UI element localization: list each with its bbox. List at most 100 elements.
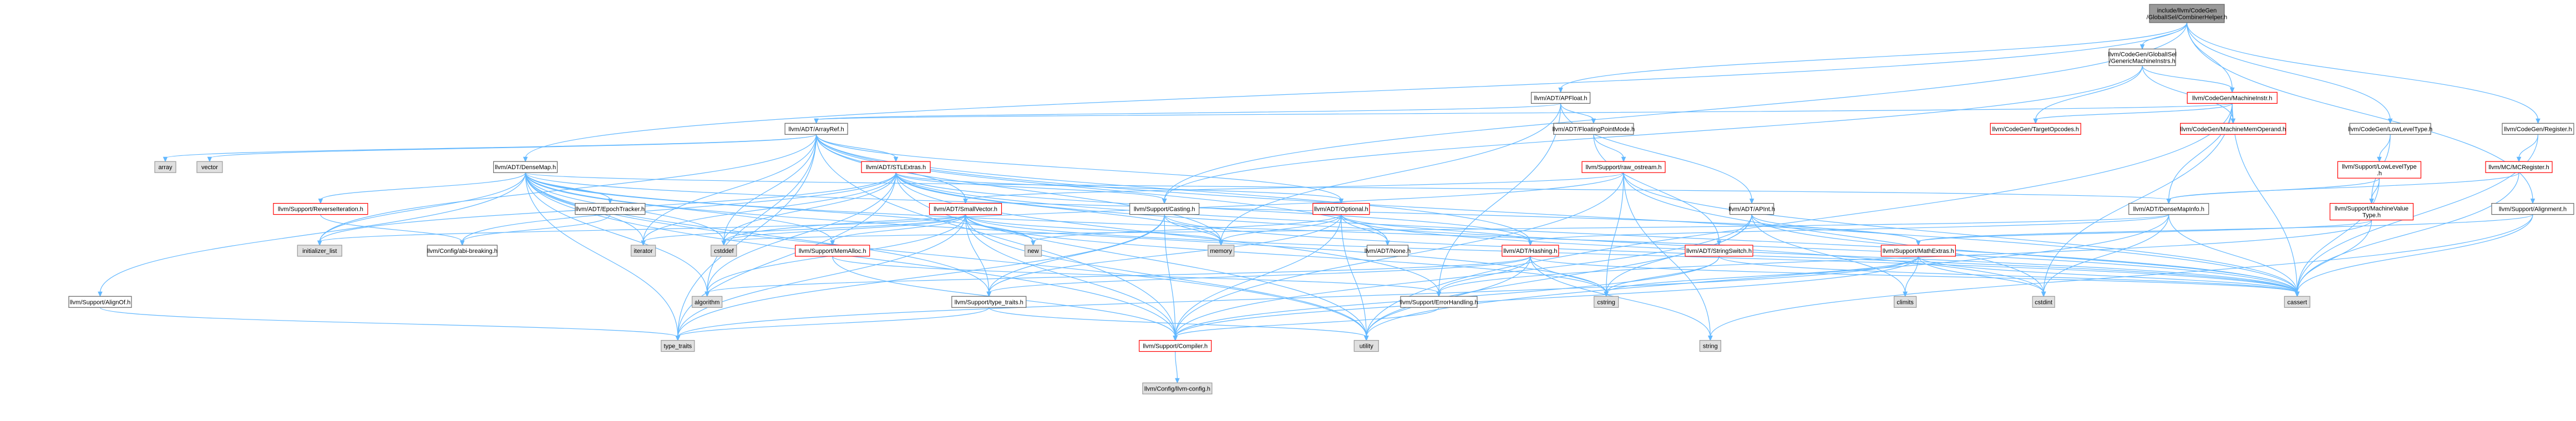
node-box (2180, 123, 2286, 135)
node-machineinstr[interactable]: llvm/CodeGen/MachineInstr.h (2187, 92, 2278, 104)
node-initializer-list: initializer_list (297, 245, 342, 257)
node-cstring: cstring (1594, 296, 1619, 308)
node-reverseiteration[interactable]: llvm/Support/ReverseIteration.h (273, 203, 368, 215)
node-label-line: llvm/ADT/ArrayRef.h (789, 126, 844, 133)
node-box (427, 245, 498, 257)
node-machinememoperand[interactable]: llvm/CodeGen/MachineMemOperand.h (2180, 123, 2286, 135)
node-casting[interactable]: llvm/Support/Casting.h (1129, 203, 1200, 215)
node-box (575, 203, 646, 215)
node-optional[interactable]: llvm/ADT/Optional.h (1312, 203, 1370, 215)
node-lowleveltype[interactable]: llvm/CodeGen/LowLevelType.h (2348, 123, 2432, 135)
edge-compiler-to-llvm_config (1175, 351, 1180, 384)
node-generic-mi[interactable]: llvm/CodeGen/GlobalISel/GenericMachineIn… (2108, 48, 2177, 67)
node-densemap[interactable]: llvm/ADT/DenseMap.h (493, 161, 558, 173)
node-label-line: cstdint (2035, 299, 2052, 306)
node-compiler[interactable]: llvm/Support/Compiler.h (1139, 339, 1212, 352)
node-label-line: cassert (2288, 299, 2307, 306)
node-label-line: llvm/CodeGen/MachineInstr.h (2192, 95, 2272, 102)
node-root[interactable]: include/llvm/CodeGen/GlobalISel/Combiner… (2147, 4, 2228, 23)
node-label-line: llvm/Support/Compiler.h (1143, 343, 1208, 350)
node-arrayref[interactable]: llvm/ADT/ArrayRef.h (784, 123, 848, 135)
edge-hashing-to-algorithm (704, 256, 1531, 297)
node-label-line: vector (201, 164, 218, 171)
node-box (1353, 339, 1379, 352)
node-box (493, 161, 558, 173)
node-box (2032, 296, 2055, 308)
node-hashing[interactable]: llvm/ADT/Hashing.h (1502, 245, 1559, 257)
node-stlextras[interactable]: llvm/ADT/STLExtras.h (861, 161, 931, 173)
node-box (2349, 123, 2431, 135)
edge-root-to-register (2186, 22, 2540, 124)
node-support-lowleveltype[interactable]: llvm/Support/LowLevelType.h (2337, 161, 2422, 179)
node-alignof[interactable]: llvm/Support/AlignOf.h (68, 296, 132, 308)
node-label-line: llvm/Support/raw_ostream.h (1586, 164, 1662, 171)
edge-support_lowleveltype-to-densemapinfo (2166, 177, 2380, 204)
edge-type_traits_support-to-type_traits (675, 307, 990, 341)
node-box (1594, 296, 1619, 308)
edge-support_lowleveltype-to-cassert (2295, 178, 2380, 297)
edge-densemapinfo-to-hashing (1528, 214, 2169, 246)
edge-mathextras-to-type_traits (675, 256, 1919, 341)
dependency-edges (98, 22, 2540, 384)
node-box (1990, 123, 2081, 135)
node-label-line: array (158, 164, 173, 171)
node-box (1366, 245, 1409, 257)
node-none[interactable]: llvm/ADT/None.h (1365, 245, 1411, 257)
node-smallvector[interactable]: llvm/ADT/SmallVector.h (929, 203, 1002, 215)
edge-optional-to-new (1031, 214, 1342, 246)
node-label-line: llvm/Support/type_traits.h (955, 299, 1023, 306)
node-apfloat[interactable]: llvm/ADT/APFloat.h (1530, 92, 1591, 104)
edge-smallvector-to-initializer_list (317, 214, 966, 246)
node-label-line: llvm/ADT/DenseMapInfo.h (2133, 206, 2204, 213)
edge-stringswitch-to-cstring (1604, 256, 1720, 297)
node-epochtracker[interactable]: llvm/ADT/EpochTracker.h (575, 203, 646, 215)
node-mcregister[interactable]: llvm/MC/MCRegister.h (2485, 161, 2553, 173)
node-memalloc[interactable]: llvm/Support/MemAlloc.h (795, 245, 870, 257)
node-box (1400, 296, 1478, 308)
edge-errorhandling-to-compiler (1173, 307, 1439, 341)
node-register[interactable]: llvm/CodeGen/Register.h (2502, 123, 2574, 135)
node-box (861, 161, 931, 173)
node-label-line: cstring (1597, 299, 1615, 306)
node-errorhandling[interactable]: llvm/Support/ErrorHandling.h (1399, 296, 1478, 308)
node-cstdint: cstdint (2032, 296, 2055, 308)
node-label-line: llvm/CodeGen/MachineMemOperand.h (2180, 126, 2286, 133)
node-abi-breaking[interactable]: llvm/Config/abi-breaking.h (427, 245, 498, 257)
node-label-line: type_traits (664, 343, 692, 350)
edge-densemap-to-alignof (98, 173, 526, 297)
node-new: new (1024, 245, 1042, 257)
node-box (1530, 92, 1591, 104)
edge-densemap-to-reverseiteration (318, 172, 526, 204)
node-label-line: Type.h (2362, 212, 2381, 219)
node-raw-ostream[interactable]: llvm/Support/raw_ostream.h (1581, 161, 1666, 173)
node-cstddef: cstddef (711, 245, 737, 257)
node-type-traits-support[interactable]: llvm/Support/type_traits.h (951, 296, 1027, 308)
node-label-line: llvm/Support/LowLevelType (2342, 164, 2417, 170)
node-label-line: llvm/ADT/DenseMap.h (495, 164, 556, 171)
node-box (1139, 339, 1212, 352)
node-box (68, 296, 132, 308)
node-floatingpointmode[interactable]: llvm/ADT/FloatingPointMode.h (1553, 123, 1635, 135)
node-box (1581, 161, 1666, 173)
node-stringswitch[interactable]: llvm/ADT/StringSwitch.h (1685, 245, 1753, 257)
node-box (2491, 203, 2574, 215)
node-label-line: llvm/ADT/APInt.h (1728, 206, 1775, 213)
node-vector: vector (196, 161, 223, 173)
node-mathextras[interactable]: llvm/Support/MathExtras.h (1880, 245, 1956, 257)
node-label-line: llvm/ADT/None.h (1365, 248, 1411, 255)
node-targetopcodes[interactable]: llvm/CodeGen/TargetOpcodes.h (1990, 123, 2081, 135)
edge-raw_ostream-to-smallvector (963, 172, 1624, 204)
node-box (1880, 245, 1956, 257)
node-label-line: llvm/ADT/SmallVector.h (934, 206, 997, 213)
node-label-line: .h (2377, 170, 2382, 177)
node-apint[interactable]: llvm/ADT/APInt.h (1728, 203, 1775, 215)
node-label-line: string (1703, 343, 1718, 350)
node-label-line: /GlobalISel/CombinerHelper.h (2147, 14, 2228, 21)
node-box (297, 245, 342, 257)
node-support-alignment[interactable]: llvm/Support/Alignment.h (2491, 203, 2574, 215)
edge-hashing-to-string (1530, 256, 1713, 341)
node-box (2337, 161, 2422, 179)
node-densemapinfo[interactable]: llvm/ADT/DenseMapInfo.h (2128, 203, 2209, 215)
node-label-line: llvm/Support/Casting.h (1134, 206, 1195, 213)
